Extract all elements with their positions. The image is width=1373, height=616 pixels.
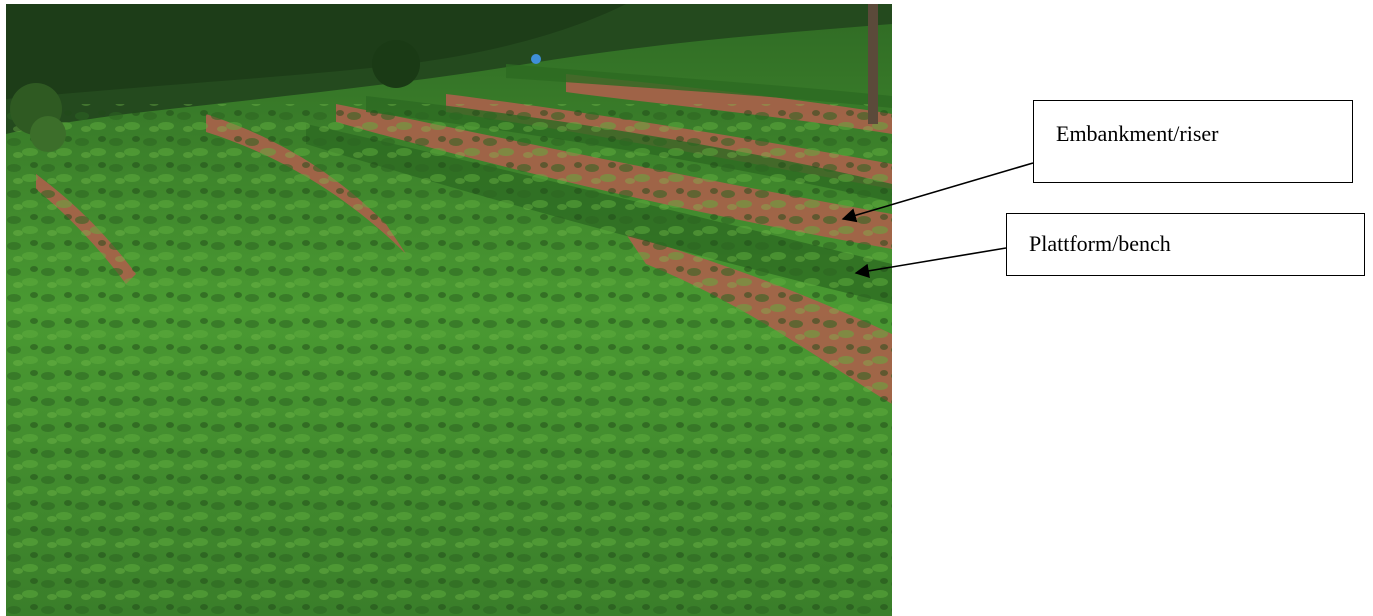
embankment-label-box: Embankment/riser — [1033, 100, 1353, 183]
platform-label-box: Plattform/bench — [1006, 213, 1365, 276]
platform-label: Plattform/bench — [1029, 231, 1171, 256]
embankment-label: Embankment/riser — [1056, 121, 1219, 146]
terrace-photo — [6, 4, 892, 616]
